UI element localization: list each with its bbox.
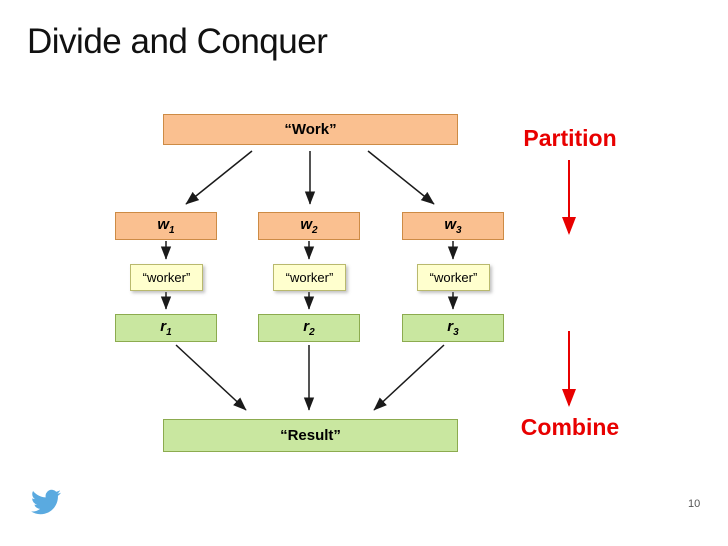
- twitter-bird-icon: [31, 489, 61, 515]
- result-box: “Result”: [163, 419, 458, 452]
- worker3-box: “worker”: [417, 264, 490, 291]
- arrow-work-to-w1: [185, 150, 253, 205]
- r1-box: r1: [115, 314, 217, 342]
- result-label: “Result”: [280, 427, 341, 444]
- w1-label: w1: [157, 216, 175, 236]
- arrow-work-to-w3: [367, 150, 435, 205]
- combine-label: Combine: [520, 414, 620, 440]
- arrow-r3-to-result: [373, 344, 445, 411]
- worker2-box: “worker”: [273, 264, 346, 291]
- worker1-box: “worker”: [130, 264, 203, 291]
- page-number: 10: [688, 498, 701, 510]
- r3-box: r3: [402, 314, 504, 342]
- w3-box: w3: [402, 212, 504, 240]
- work-box: “Work”: [163, 114, 458, 145]
- r2-label: r2: [303, 318, 315, 338]
- r1-label: r1: [160, 318, 172, 338]
- w3-label: w3: [444, 216, 462, 236]
- r2-box: r2: [258, 314, 360, 342]
- worker3-label: “worker”: [429, 270, 478, 285]
- r3-label: r3: [447, 318, 459, 338]
- slide-title: Divide and Conquer: [27, 22, 328, 61]
- w1-box: w1: [115, 212, 217, 240]
- work-label: “Work”: [284, 121, 337, 138]
- partition-label: Partition: [523, 125, 617, 151]
- w2-box: w2: [258, 212, 360, 240]
- w2-label: w2: [300, 216, 318, 236]
- arrow-r1-to-result: [175, 344, 247, 411]
- worker1-label: “worker”: [142, 270, 191, 285]
- worker2-label: “worker”: [285, 270, 334, 285]
